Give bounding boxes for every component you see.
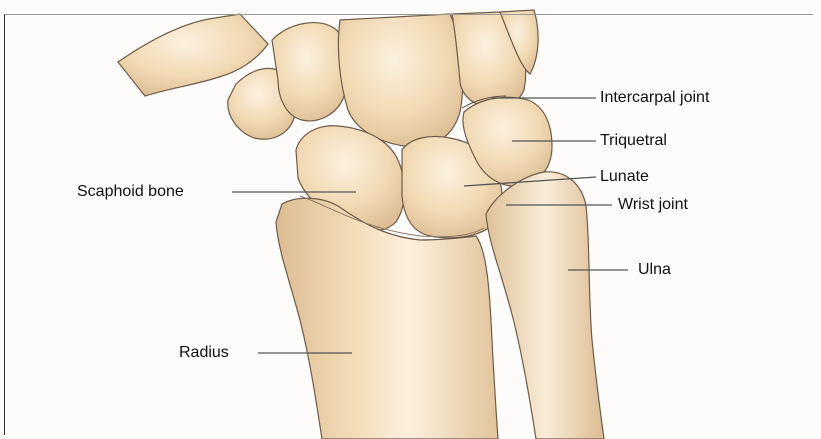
label-triquetral: Triquetral — [600, 132, 667, 150]
label-radius: Radius — [179, 344, 229, 362]
label-intercarpal-joint: Intercarpal joint — [600, 89, 709, 107]
label-ulna: Ulna — [638, 261, 671, 279]
capitate-bone — [338, 14, 462, 147]
ulna-bone — [486, 172, 604, 439]
label-wrist-joint: Wrist joint — [618, 196, 688, 214]
label-lunate: Lunate — [600, 168, 649, 186]
label-scaphoid-bone: Scaphoid bone — [77, 183, 184, 201]
